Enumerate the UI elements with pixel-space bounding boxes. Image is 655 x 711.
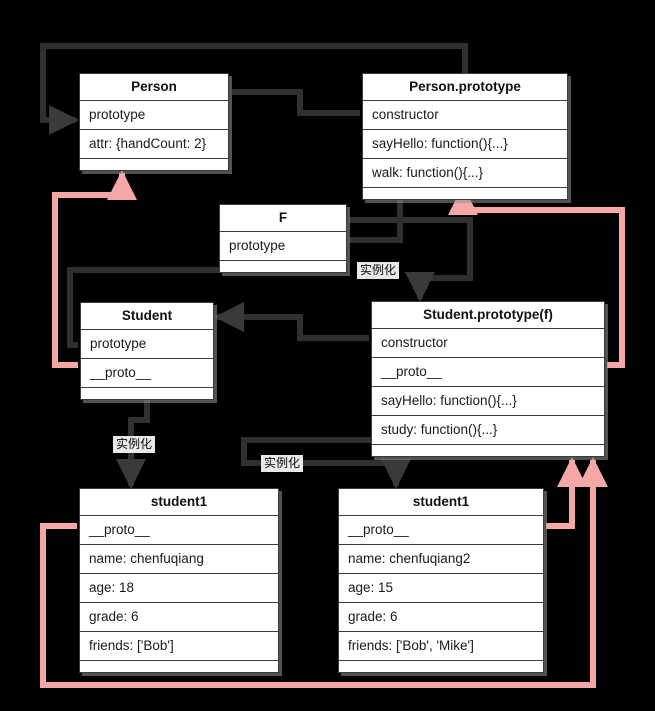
uml-row: sayHello: function(){...} (363, 130, 567, 159)
uml-row: walk: function(){...} (363, 159, 567, 188)
uml-box-student[interactable]: Student prototype __proto__ (80, 302, 214, 400)
uml-box-title: Student (81, 303, 213, 330)
uml-row: __proto__ (80, 516, 278, 545)
uml-box-student1-right[interactable]: student1 __proto__ name: chenfuqiang2 ag… (338, 488, 544, 673)
uml-row: __proto__ (372, 358, 604, 387)
wire-student1-right-proto-to-student-prototype (546, 457, 587, 529)
uml-box-student1-left[interactable]: student1 __proto__ name: chenfuqiang age… (79, 488, 279, 673)
uml-row-empty (80, 159, 228, 170)
uml-row: __proto__ (81, 359, 213, 388)
uml-box-person[interactable]: Person prototype attr: {handCount: 2} (79, 73, 229, 171)
edge-label-instantiate-f: 实例化 (357, 262, 400, 279)
wire-person-to-person-prototype (232, 89, 360, 116)
uml-box-person-prototype[interactable]: Person.prototype constructor sayHello: f… (362, 73, 568, 200)
uml-row: prototype (80, 101, 228, 130)
uml-box-title: Person (80, 74, 228, 101)
uml-row: friends: ['Bob'] (80, 632, 278, 661)
uml-row-empty (339, 661, 543, 672)
uml-row: grade: 6 (339, 603, 543, 632)
uml-row: constructor (372, 329, 604, 358)
uml-row: prototype (220, 232, 346, 261)
uml-row: sayHello: function(){...} (372, 387, 604, 416)
uml-row-empty (80, 661, 278, 672)
uml-row: grade: 6 (80, 603, 278, 632)
uml-box-title: student1 (339, 489, 543, 516)
uml-box-title: F (220, 205, 346, 232)
uml-row: prototype (81, 330, 213, 359)
uml-row: friends: ['Bob', 'Mike'] (339, 632, 543, 661)
uml-row: constructor (363, 101, 567, 130)
uml-row: name: chenfuqiang (80, 545, 278, 574)
uml-row-empty (220, 261, 346, 272)
uml-box-title: Student.prototype(f) (372, 302, 604, 329)
edge-label-instantiate-student1-left: 实例化 (113, 436, 156, 453)
uml-box-f[interactable]: F prototype (219, 204, 347, 273)
edge-label-instantiate-student1-right: 实例化 (261, 455, 304, 472)
uml-box-student-prototype[interactable]: Student.prototype(f) constructor __proto… (371, 301, 605, 457)
uml-row-empty (363, 188, 567, 199)
uml-row: __proto__ (339, 516, 543, 545)
uml-row: age: 18 (80, 574, 278, 603)
uml-row-empty (372, 445, 604, 456)
uml-row: name: chenfuqiang2 (339, 545, 543, 574)
uml-box-title: Person.prototype (363, 74, 567, 101)
wire-student-prototype-to-student (214, 302, 369, 341)
uml-row: age: 15 (339, 574, 543, 603)
uml-row: attr: {handCount: 2} (80, 130, 228, 159)
uml-box-title: student1 (80, 489, 278, 516)
uml-row: study: function(){...} (372, 416, 604, 445)
wire-f-to-student-prototype (349, 217, 473, 302)
wire-f-to-person-prototype (349, 190, 452, 243)
uml-row-empty (81, 388, 213, 399)
